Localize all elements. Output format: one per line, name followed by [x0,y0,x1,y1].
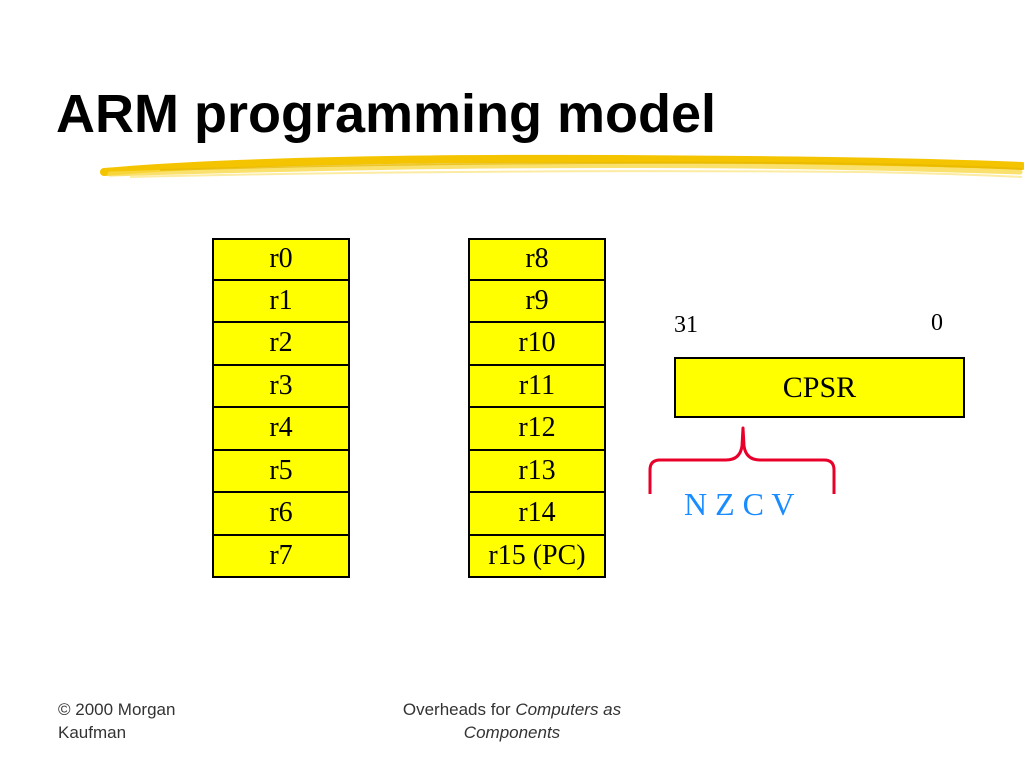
slide-title: ARM programming model [56,84,717,144]
register-r3: r3 [212,365,350,408]
footer-overheads: Overheads for Computers as Components [370,698,654,744]
register-r2: r2 [212,323,350,366]
title-underline-stroke [100,154,1024,178]
register-r4: r4 [212,408,350,451]
register-r9: r9 [468,280,606,323]
register-r7: r7 [212,535,350,578]
register-r15-pc: r15 (PC) [468,535,606,578]
register-bank-low: r0 r1 r2 r3 r4 r5 r6 r7 [212,238,350,578]
register-r0: r0 [212,238,350,281]
register-r10: r10 [468,323,606,366]
footer-book-title-part1: Computers as [515,700,622,719]
condition-flags-label: N Z C V [684,486,795,522]
curly-brace-icon [648,426,836,494]
cpsr-bit-high-label: 31 [674,312,698,338]
footer-book-title-part2: Components [463,723,561,742]
cpsr-register: CPSR [674,357,965,418]
footer-overheads-prefix: Overheads for [402,700,516,719]
register-r12: r12 [468,408,606,451]
cpsr-bit-low-label: 0 [931,310,943,336]
register-r5: r5 [212,450,350,493]
register-r13: r13 [468,450,606,493]
register-bank-high: r8 r9 r10 r11 r12 r13 r14 r15 (PC) [468,238,606,578]
register-r14: r14 [468,493,606,536]
footer-copyright: © 2000 Morgan Kaufman [58,698,175,744]
register-r8: r8 [468,238,606,281]
footer-copyright-line2: Kaufman [58,723,127,742]
footer-copyright-line1: © 2000 Morgan [58,700,176,719]
register-r6: r6 [212,493,350,536]
register-r1: r1 [212,280,350,323]
register-r11: r11 [468,365,606,408]
